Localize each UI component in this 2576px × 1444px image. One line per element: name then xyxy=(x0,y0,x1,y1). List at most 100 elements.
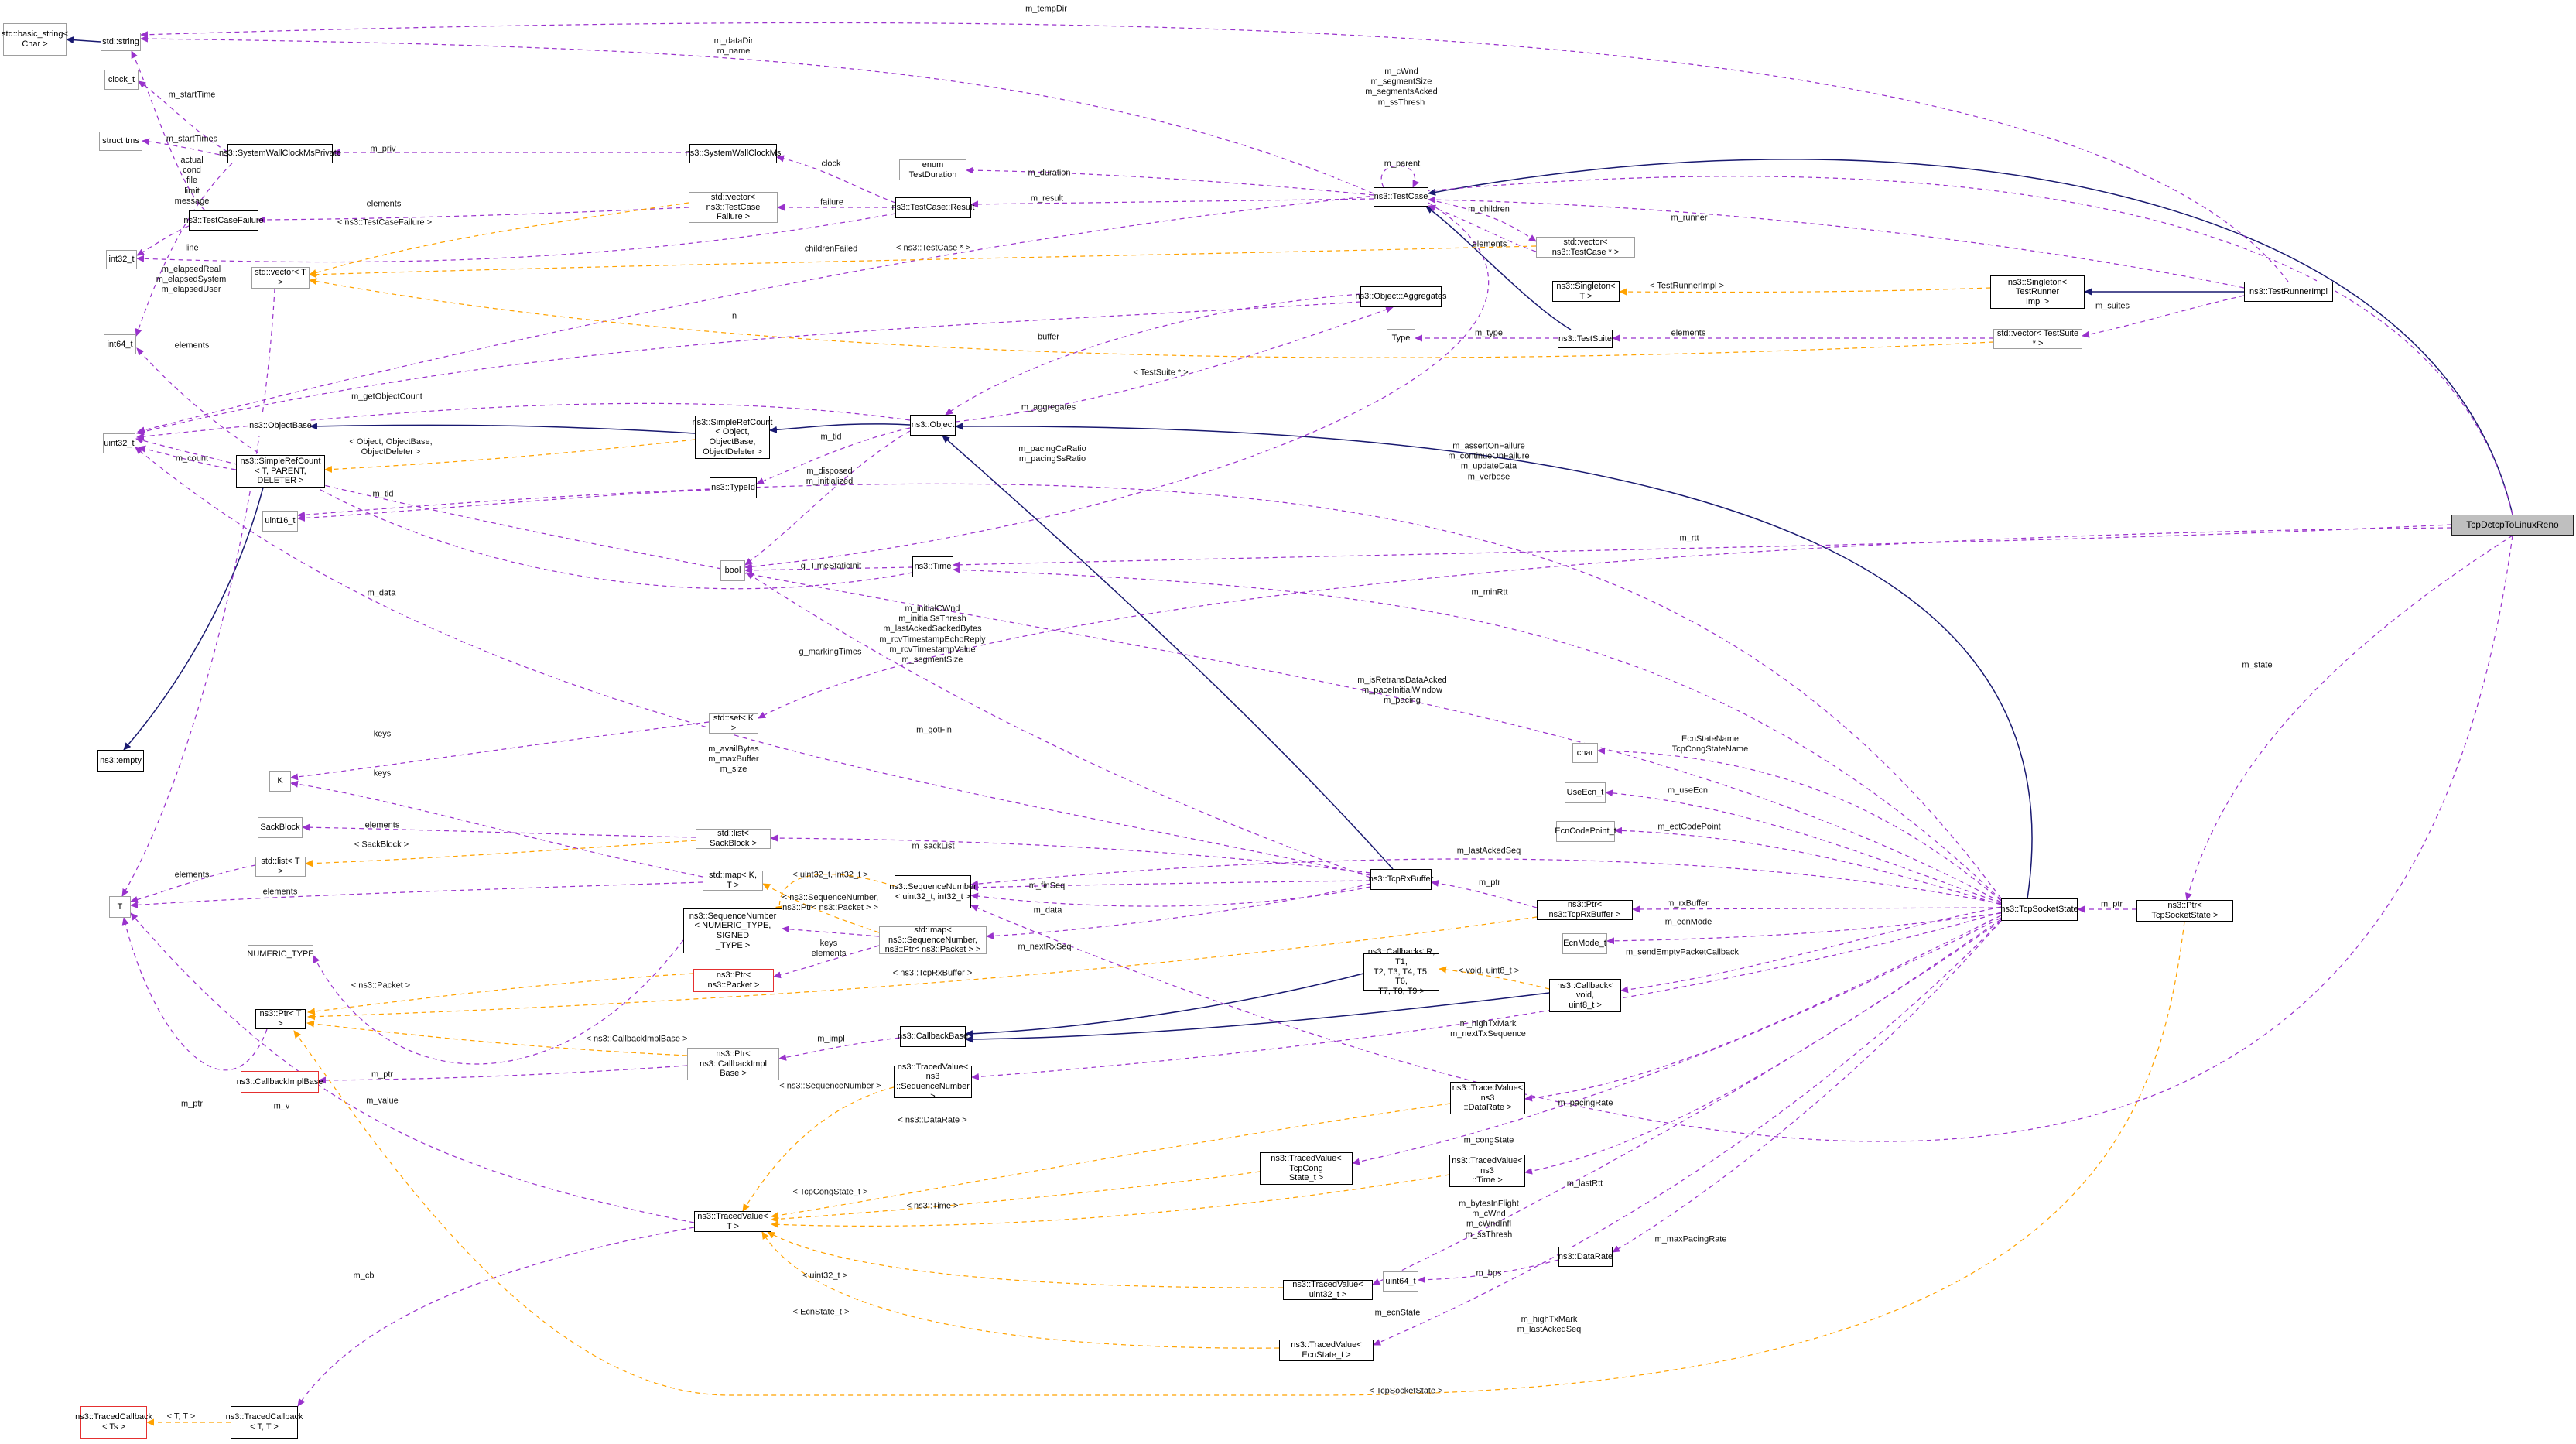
node-sequence-number-generic[interactable]: ns3::SequenceNumber < NUMERIC_TYPE, SIGN… xyxy=(683,908,782,953)
node-sack-block[interactable]: SackBlock xyxy=(258,817,303,838)
node-ns3-test-suite[interactable]: ns3::TestSuite xyxy=(1558,330,1613,348)
edge-label-ns3tcprxbuffer: < ns3::TcpRxBuffer > xyxy=(892,968,973,978)
node-traced-callback-ts[interactable]: ns3::TracedCallback < Ts > xyxy=(75,1406,152,1439)
node-k-param[interactable]: K xyxy=(269,771,291,792)
node-singleton-test-runner-impl[interactable]: ns3::Singleton< TestRunner Impl > xyxy=(1990,275,2085,309)
edge-label-m_count: m_count xyxy=(175,453,209,464)
node-system-wall-clock-ms-private[interactable]: ns3::SystemWallClockMsPrivate xyxy=(219,144,341,163)
node-ns3-ptr-tcp-rx-buffer[interactable]: ns3::Ptr< ns3::TcpRxBuffer > xyxy=(1537,900,1633,920)
node-std-vector-t[interactable]: std::vector< T > xyxy=(251,267,310,289)
node-simple-ref-count-object[interactable]: ns3::SimpleRefCount < Object, ObjectBase… xyxy=(693,416,772,459)
node-sequence-number-u32[interactable]: ns3::SequenceNumber < uint32_t, int32_t … xyxy=(889,875,977,908)
member-edge-77 xyxy=(1373,920,2002,1346)
inheritance-edge-2 xyxy=(1425,206,1572,330)
node-simple-ref-count-tpd[interactable]: ns3::SimpleRefCount < T, PARENT, DELETER… xyxy=(236,455,325,488)
edge-label-keys: keys xyxy=(373,729,392,739)
node-ns3-ptr-callback-impl-base[interactable]: ns3::Ptr< ns3::CallbackImpl Base > xyxy=(687,1048,779,1080)
node-ecn-mode-t[interactable]: EcnMode_t xyxy=(1562,933,1607,954)
inheritance-edge-10 xyxy=(955,423,2033,899)
member-edge-63 xyxy=(778,1037,901,1061)
node-enum-test-duration[interactable]: enum TestDuration xyxy=(899,159,966,180)
node-std-list-sack-block[interactable]: std::list< SackBlock > xyxy=(696,829,771,849)
node-traced-value-ecn-state[interactable]: ns3::TracedValue< EcnState_t > xyxy=(1279,1340,1374,1361)
node-t-param[interactable]: T xyxy=(109,896,131,918)
member-edge-80 xyxy=(1632,905,2002,913)
node-std-basic-string[interactable]: std::basic_string< Char > xyxy=(2,23,68,56)
node-int64-t[interactable]: int64_t xyxy=(104,334,136,354)
node-tcp-rx-buffer[interactable]: ns3::TcpRxBuffer xyxy=(1369,869,1433,890)
node-ns3-ptr-packet[interactable]: ns3::Ptr< ns3::Packet > xyxy=(693,969,774,992)
member-edge-40 xyxy=(744,430,911,566)
edge-label-m_assertonfailure: m_assertOnFailure m_continueOnFailure m_… xyxy=(1448,441,1530,482)
node-uint16-t[interactable]: uint16_t xyxy=(262,511,298,532)
template-edge-102 xyxy=(771,1171,1261,1223)
edge-label-g_markingtimes: g_markingTimes xyxy=(799,647,862,657)
node-ns3-singleton-t[interactable]: ns3::Singleton< T > xyxy=(1552,281,1620,302)
member-edge-42 xyxy=(297,483,2002,899)
node-traced-value-uint32[interactable]: ns3::TracedValue< uint32_t > xyxy=(1283,1280,1373,1300)
edge-label-testsuite: < TestSuite * > xyxy=(1133,368,1189,378)
node-ns3-empty[interactable]: ns3::empty xyxy=(97,750,144,772)
node-ns3-time[interactable]: ns3::Time xyxy=(912,556,953,577)
node-type[interactable]: Type xyxy=(1387,329,1415,347)
node-callback-impl-base[interactable]: ns3::CallbackImplBase xyxy=(237,1071,323,1093)
node-traced-value-t[interactable]: ns3::TracedValue< T > xyxy=(694,1211,771,1232)
node-vector-test-case-ptr[interactable]: std::vector< ns3::TestCase * > xyxy=(1536,237,1635,258)
node-ns3-test-runner-impl[interactable]: ns3::TestRunnerImpl xyxy=(2244,282,2333,302)
edge-label-line: line xyxy=(185,243,199,253)
node-char[interactable]: char xyxy=(1572,743,1598,763)
node-traced-value-time[interactable]: ns3::TracedValue< ns3 ::Time > xyxy=(1449,1155,1525,1187)
node-vector-test-suite-ptr[interactable]: std::vector< TestSuite * > xyxy=(1993,329,2082,349)
member-edge-69 xyxy=(1620,906,2002,994)
node-std-map-seq-packet[interactable]: std::map< ns3::SequenceNumber, ns3::Ptr<… xyxy=(879,926,987,954)
node-tcp-socket-state[interactable]: ns3::TcpSocketState xyxy=(2000,898,2078,921)
node-tcp-dctcp-to-linux-reno[interactable]: TcpDctcpToLinuxReno xyxy=(2451,515,2574,536)
node-clock-t[interactable]: clock_t xyxy=(104,70,139,90)
node-callback-base[interactable]: ns3::CallbackBase xyxy=(898,1026,968,1047)
edge-label-m_sacklist: m_sackList xyxy=(912,841,955,851)
edge-label-elements: elements xyxy=(174,870,210,880)
node-std-list-t[interactable]: std::list< T > xyxy=(255,857,306,877)
template-edge-104 xyxy=(767,1231,1284,1288)
edge-label-m_nextrxseq: m_nextRxSeq xyxy=(1018,942,1072,952)
node-ns3-test-case[interactable]: ns3::TestCase xyxy=(1374,187,1428,207)
edge-label-m_priv: m_priv xyxy=(370,144,396,154)
node-int32-t[interactable]: int32_t xyxy=(106,250,137,269)
member-edge-70 xyxy=(971,912,2002,1080)
node-traced-value-data-rate[interactable]: ns3::TracedValue< ns3 ::DataRate > xyxy=(1450,1082,1525,1114)
node-ns3-ptr-t[interactable]: ns3::Ptr< T > xyxy=(255,1009,306,1029)
node-std-string[interactable]: std::string xyxy=(101,33,141,51)
node-ns3-data-rate[interactable]: ns3::DataRate xyxy=(1558,1247,1613,1267)
node-struct-tms[interactable]: struct tms xyxy=(99,132,142,151)
node-std-map-kt[interactable]: std::map< K, T > xyxy=(703,871,763,891)
node-object-base[interactable]: ns3::ObjectBase xyxy=(249,416,312,436)
node-test-case-failure[interactable]: ns3::TestCaseFailure xyxy=(183,210,264,231)
node-test-case-result[interactable]: ns3::TestCase::Result xyxy=(892,197,975,218)
edge-label-m_duration: m_duration xyxy=(1028,168,1071,178)
node-traced-callback-tt[interactable]: ns3::TracedCallback < T, T > xyxy=(226,1406,303,1439)
edge-label-m_parent: m_parent xyxy=(1384,159,1421,169)
node-traced-value-seq[interactable]: ns3::TracedValue< ns3 ::SequenceNumber > xyxy=(894,1062,972,1101)
node-ecn-code-point-t[interactable]: EcnCodePoint_t xyxy=(1555,821,1616,842)
node-ns3-ptr-tcp-socket-state[interactable]: ns3::Ptr< TcpSocketState > xyxy=(2136,900,2233,922)
edge-label-ns3sequencenumber: < ns3::SequenceNumber > xyxy=(779,1081,881,1091)
edge-label-elements: elements xyxy=(366,199,402,209)
node-bool[interactable]: bool xyxy=(720,560,745,581)
node-ns3-callback-void-uint8[interactable]: ns3::Callback< void, uint8_t > xyxy=(1549,979,1621,1012)
node-ns3-object[interactable]: ns3::Object xyxy=(910,415,956,436)
edge-label-m_suites: m_suites xyxy=(2095,301,2130,311)
node-std-set-k[interactable]: std::set< K > xyxy=(709,713,758,734)
node-ns3-type-id[interactable]: ns3::TypeId xyxy=(710,477,757,498)
node-system-wall-clock-ms[interactable]: ns3::SystemWallClockMs xyxy=(686,144,781,163)
node-uint64-t[interactable]: uint64_t xyxy=(1383,1271,1418,1292)
node-object-aggregates[interactable]: ns3::Object::Aggregates xyxy=(1356,286,1447,307)
node-uint32-t[interactable]: uint32_t xyxy=(103,433,135,453)
node-traced-value-tcp-cong[interactable]: ns3::TracedValue< TcpCong State_t > xyxy=(1260,1152,1353,1185)
template-edge-101 xyxy=(771,1103,1451,1220)
node-ns3-callback-r[interactable]: ns3::Callback< R, T1, T2, T3, T4, T5, T6… xyxy=(1363,947,1439,996)
node-use-ecn-t[interactable]: UseEcn_t xyxy=(1565,782,1606,803)
member-edge-48 xyxy=(290,721,710,781)
inheritance-edge-0 xyxy=(66,36,101,44)
node-numeric-type[interactable]: NUMERIC_TYPE xyxy=(247,945,314,963)
node-vector-test-case-failure[interactable]: std::vector< ns3::TestCase Failure > xyxy=(689,192,778,223)
